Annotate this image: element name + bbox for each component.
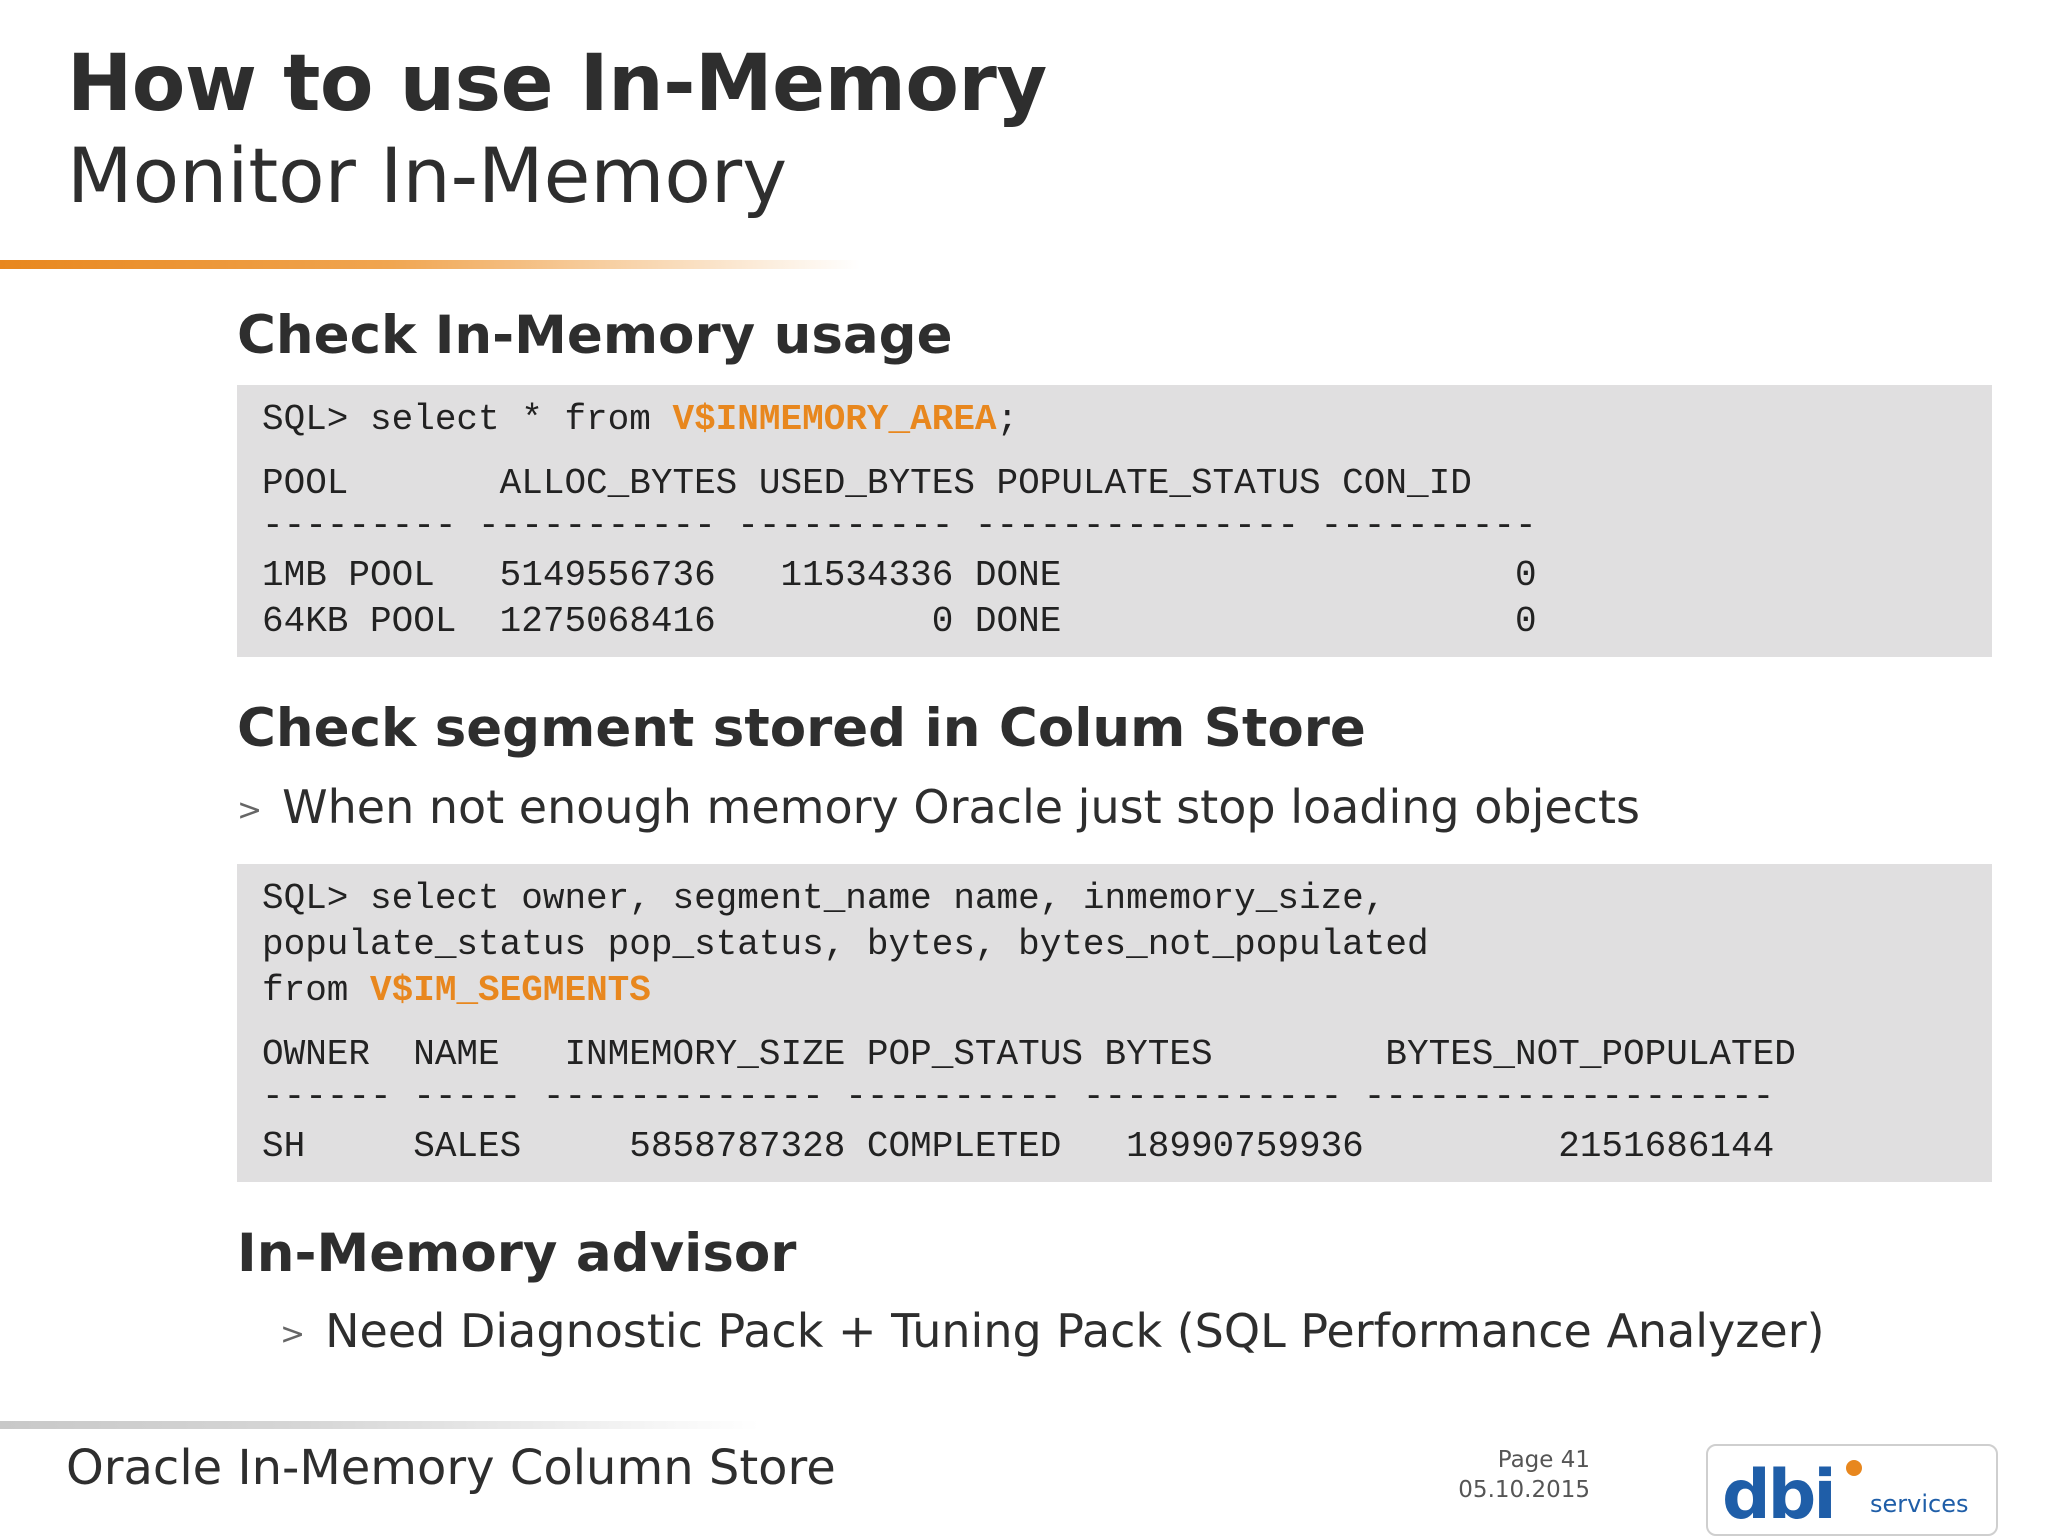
slide-subtitle: Monitor In-Memory bbox=[67, 131, 788, 220]
section-heading-segments: Check segment stored in Colum Store bbox=[237, 698, 1366, 759]
logo-wordmark: dbi bbox=[1722, 1456, 1834, 1534]
page-number: Page 41 bbox=[1497, 1447, 1590, 1473]
result-header: OWNER NAME INMEMORY_SIZE POP_STATUS BYTE… bbox=[262, 1034, 1796, 1075]
logo-subtext: services bbox=[1870, 1490, 1968, 1518]
bullet-memory-note: >When not enough memory Oracle just stop… bbox=[237, 780, 1640, 834]
sql-query-line: SQL> select * from V$INMEMORY_AREA; bbox=[262, 399, 1019, 440]
chevron-right-icon: > bbox=[237, 792, 263, 828]
result-row: 64KB POOL 1275068416 0 DONE 0 bbox=[262, 601, 1537, 642]
logo-graphic: dbi services bbox=[1722, 1456, 1968, 1535]
result-header: POOL ALLOC_BYTES USED_BYTES POPULATE_STA… bbox=[262, 463, 1472, 504]
title-divider bbox=[0, 260, 860, 269]
dbi-services-logo: dbi services bbox=[1706, 1444, 1998, 1536]
sql-query-line: populate_status pop_status, bytes, bytes… bbox=[262, 924, 1429, 965]
footer-divider bbox=[0, 1421, 760, 1429]
result-separator: ------ ----- ------------- ---------- --… bbox=[262, 1076, 1775, 1117]
slide-date: 05.10.2015 bbox=[1458, 1477, 1590, 1503]
sql-query-line: SQL> select owner, segment_name name, in… bbox=[262, 878, 1386, 919]
result-row: SH SALES 5858787328 COMPLETED 1899075993… bbox=[262, 1126, 1775, 1167]
section-heading-advisor: In-Memory advisor bbox=[237, 1223, 797, 1284]
sql-query-line: from V$IM_SEGMENTS bbox=[262, 970, 651, 1011]
logo-accent-dot bbox=[1846, 1460, 1862, 1476]
section-heading-usage: Check In-Memory usage bbox=[237, 305, 953, 366]
view-name-highlight: V$INMEMORY_AREA bbox=[672, 399, 997, 440]
bullet-advisor-note: >Need Diagnostic Pack + Tuning Pack (SQL… bbox=[280, 1304, 1825, 1358]
code-block-inmemory-area: SQL> select * from V$INMEMORY_AREA; POOL… bbox=[237, 385, 1992, 657]
slide-title: How to use In-Memory bbox=[67, 39, 1047, 129]
code-block-im-segments: SQL> select owner, segment_name name, in… bbox=[237, 864, 1992, 1182]
view-name-highlight: V$IM_SEGMENTS bbox=[370, 970, 651, 1011]
result-separator: --------- ----------- ---------- -------… bbox=[262, 505, 1537, 546]
chevron-right-icon: > bbox=[280, 1316, 306, 1352]
footer-title: Oracle In-Memory Column Store bbox=[66, 1440, 836, 1496]
result-row: 1MB POOL 5149556736 11534336 DONE 0 bbox=[262, 555, 1537, 596]
